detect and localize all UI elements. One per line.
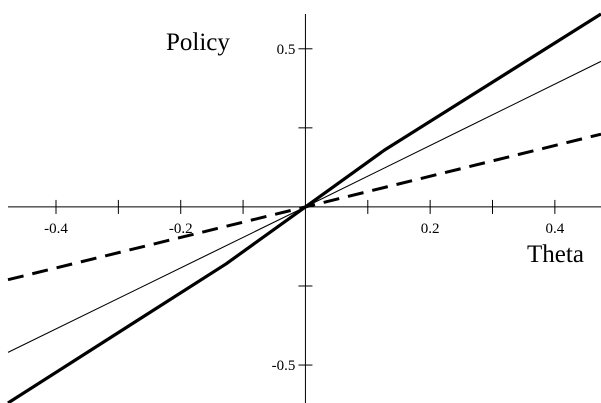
series-line-thick-dashed	[7, 132, 601, 282]
x-tick-label: -0.2	[169, 221, 193, 237]
x-tick-label: 0.2	[421, 221, 440, 237]
series	[7, 12, 601, 403]
x-tick-label: 0.4	[545, 221, 564, 237]
y-tick-label: 0.5	[277, 42, 296, 58]
x-tick-label: -0.4	[44, 221, 68, 237]
y-axis-title: Policy	[166, 29, 230, 56]
y-tick-label: -0.5	[272, 358, 296, 374]
ticks: -0.4 -0.2 0.2 0.4 0.5 -0.5	[44, 42, 565, 374]
x-axis-title: Theta	[527, 241, 584, 268]
